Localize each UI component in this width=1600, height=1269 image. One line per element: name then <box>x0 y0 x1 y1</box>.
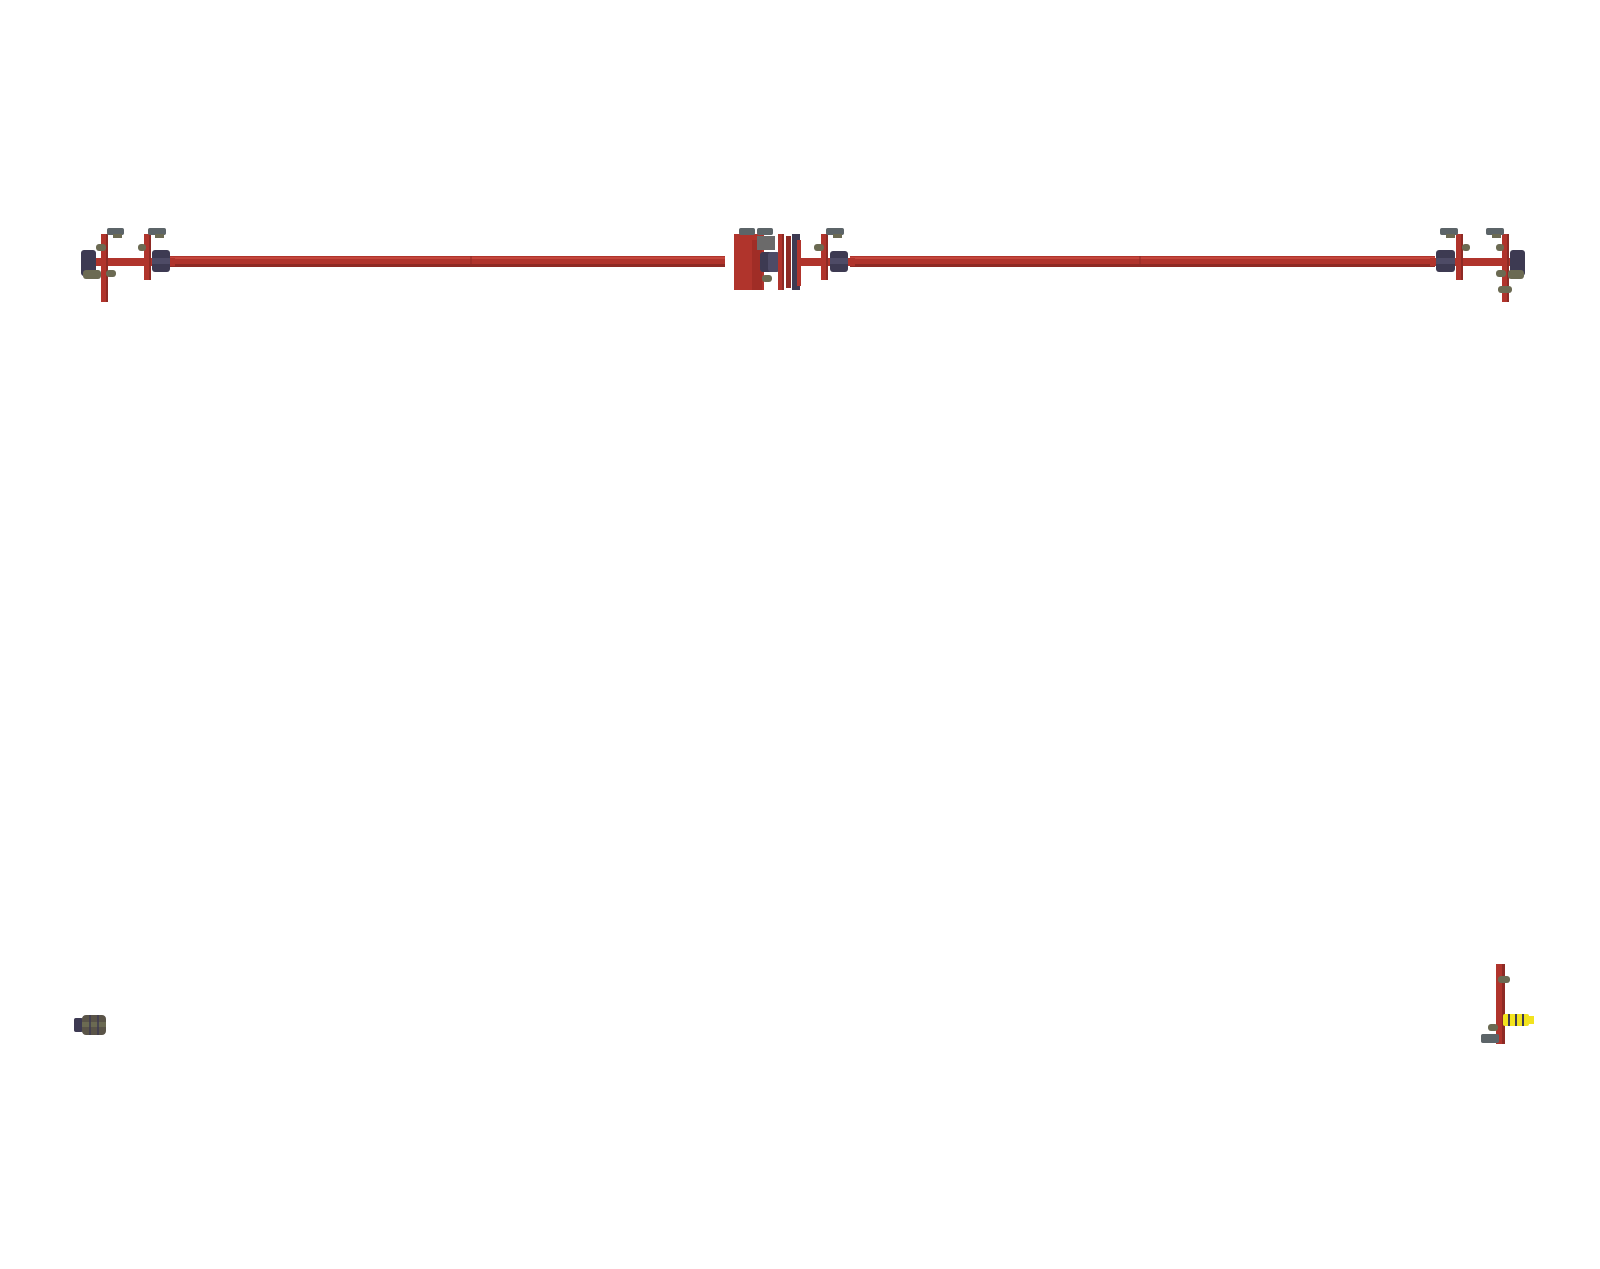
gearbox-body-shade <box>752 240 762 290</box>
left-end-assembly <box>81 228 170 302</box>
bracket-mid-right-1 <box>1462 244 1470 251</box>
mount-plate-right-1-edge <box>1461 234 1463 280</box>
side-bracket-top <box>1498 976 1510 983</box>
gearbox-disc-2 <box>792 234 800 290</box>
mount-plate-center-edge <box>826 234 828 280</box>
shaft-shadow-left <box>170 264 725 267</box>
center-gearbox <box>734 228 801 290</box>
center-right-mount <box>814 228 848 280</box>
bracket-mid-left-2 <box>138 244 146 251</box>
bracket-top-right-2 <box>1486 228 1504 235</box>
bracket-top-right-1 <box>1440 228 1458 235</box>
right-end-assembly <box>1436 228 1525 302</box>
shaft-stub-left <box>95 258 175 266</box>
detached-bearing-band <box>82 1022 106 1027</box>
mount-plate-right-2-edge <box>1507 234 1509 302</box>
bracket-mid-center <box>814 244 824 251</box>
gearbox-disc-1 <box>786 236 791 288</box>
mount-plate-right-2 <box>1502 234 1509 302</box>
bracket-olive-right <box>1508 270 1524 279</box>
gearbox-grey-block <box>757 236 775 250</box>
side-mount-plate <box>1496 964 1505 1044</box>
yellow-coupling-tip <box>1529 1016 1534 1024</box>
bearing-center-band <box>830 258 848 264</box>
shaft-shadow-right <box>850 264 1435 267</box>
shaft-highlight-right <box>850 257 1435 259</box>
mount-plate-right-1 <box>1456 234 1463 280</box>
bracket-low-left <box>106 270 116 277</box>
side-view-assembly <box>1481 964 1534 1044</box>
bracket-top-right-2b <box>1492 234 1501 238</box>
bracket-top-left-1 <box>107 228 124 235</box>
side-mount-plate-edge <box>1502 964 1505 1044</box>
gearbox-disc-3 <box>797 240 801 286</box>
bracket-top-left-1b <box>113 234 122 238</box>
mount-plate-left-1-edge <box>106 234 108 302</box>
gearbox-olive-clip <box>762 275 772 282</box>
bearing-housing-left-outer <box>81 250 96 276</box>
mount-plate-center <box>821 234 828 280</box>
bearing-left-inner-band <box>152 258 170 264</box>
bracket-top-right-1b <box>1446 234 1455 238</box>
gearbox-flange-1 <box>778 234 784 290</box>
mount-plate-left-1 <box>101 234 108 302</box>
bracket-top-left-2b <box>155 234 164 238</box>
gearbox-top-bracket-1 <box>739 228 755 235</box>
side-bracket-mid <box>1488 1024 1498 1031</box>
detached-bearing-cap <box>74 1018 83 1032</box>
shaft-highlight-left <box>170 257 725 259</box>
bracket-olive-left <box>83 270 101 279</box>
gearbox-bearing-2 <box>768 252 780 272</box>
bracket-top-left-2 <box>148 228 166 235</box>
bracket-top-center <box>826 228 844 235</box>
bracket-top-center-b <box>833 234 842 238</box>
bracket-bottom-right-2 <box>1498 286 1512 293</box>
side-bracket-bottom <box>1481 1034 1499 1043</box>
mount-plate-left-2-edge <box>149 234 151 280</box>
mount-plate-left-2 <box>144 234 151 280</box>
shaft-segment-right <box>850 256 1435 267</box>
gearbox-flange-1-edge <box>782 234 784 290</box>
bracket-low-right-2 <box>1496 270 1506 277</box>
bearing-housing-right-outer <box>1510 250 1525 276</box>
shaft-segment-left <box>170 256 725 267</box>
main-shaft <box>95 256 1525 267</box>
gearbox-top-bracket-2 <box>757 228 773 235</box>
bracket-mid-left <box>96 244 106 251</box>
detached-bearing <box>74 1015 106 1035</box>
bracket-mid-right-2 <box>1496 244 1504 251</box>
bearing-right-inner-band <box>1436 258 1455 264</box>
shaft-stub-right <box>1430 258 1525 266</box>
